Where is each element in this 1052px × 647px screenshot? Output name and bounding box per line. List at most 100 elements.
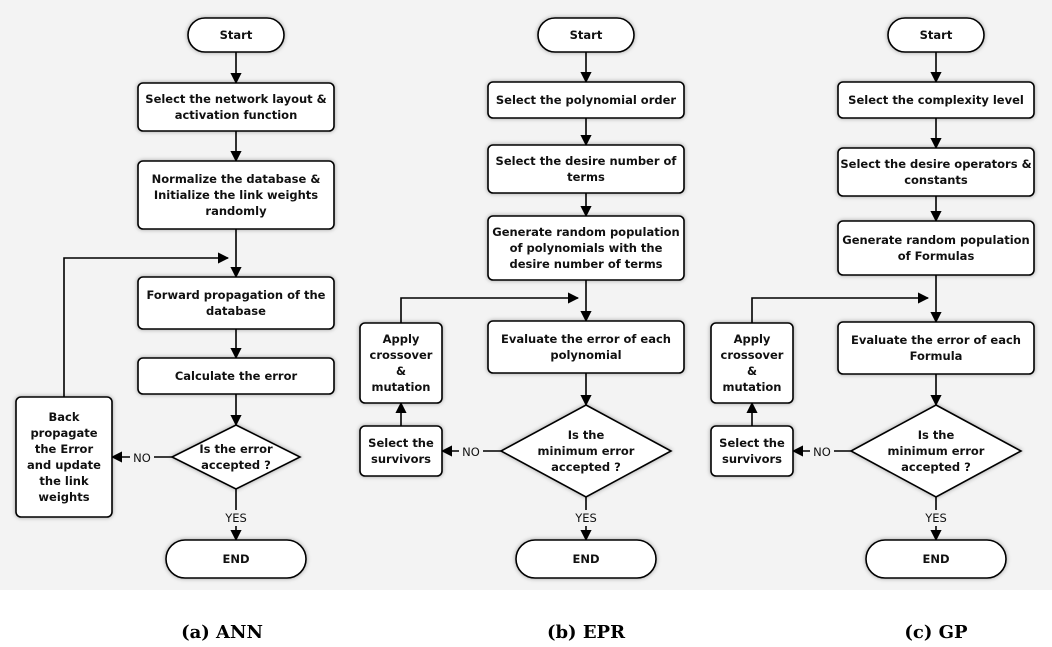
node-text-line: accepted ? [201,458,271,472]
node-s2: Select the desire operators &constants [837,147,1035,197]
node-end: END [165,539,307,579]
node-s1: Select the network layout & activation fu… [137,82,335,132]
arrow [63,252,230,397]
process-shape [359,425,443,477]
node-s4: Calculate the error [137,357,335,395]
edge-label-no: NO [462,445,480,459]
edge-back-to-s3 [63,252,230,397]
panel-caption: (b) EPR [547,622,626,643]
process-shape [710,425,794,477]
node-text-line: weights [38,490,89,504]
node-text-line: survivors [371,452,431,466]
node-text-line: & [396,364,406,378]
arrow [751,292,930,323]
arrow [400,292,580,323]
edge-label-yes: YES [574,511,597,525]
node-text-line: the link [39,474,89,488]
node-text-line: Start [570,28,603,42]
process-shape [137,160,335,230]
panel-caption: (a) ANN [181,622,263,643]
node-text-line: Calculate the error [175,369,298,383]
node-end: END [865,539,1007,579]
edge-dec-to-back: NO [110,450,172,466]
process-shape [137,357,335,395]
node-text-line: the Error [35,442,94,456]
node-text-line: Is the error [199,442,273,456]
node-text-line: END [922,552,949,566]
node-text-line: propagate [30,426,97,440]
terminal-shape [537,17,635,53]
process-shape [137,82,335,132]
node-text-line: terms [567,170,605,184]
decision-shape [849,404,1023,498]
edge-dec-to-end: YES [570,497,602,542]
process-shape [487,215,685,281]
node-text-line: Select the network layout & [145,92,326,106]
node-text-line: END [572,552,599,566]
process-shape [487,320,685,374]
node-text-line: Select the desire operators & [840,157,1031,171]
node-text-line: Generate random population [842,233,1029,247]
node-cross: Apply crossover & mutation [359,322,443,404]
edge-label-bg [220,510,252,526]
node-text-line: & [747,364,757,378]
node-start: Start [887,17,985,53]
node-text-line: Select the complexity level [848,93,1024,107]
node-text-line: minimum error [888,444,985,458]
node-text-line: crossover [370,348,433,362]
edge-dec-to-end: YES [220,489,252,542]
node-text-line: Start [920,28,953,42]
edge-label-bg [130,450,154,466]
node-text-line: desire number of terms [509,257,662,271]
node-text-line: activation function [175,108,298,122]
node-text-line: and update [27,458,101,472]
node-text-line: accepted ? [551,460,621,474]
process-shape [837,147,1035,197]
process-shape [837,321,1035,375]
node-text-line: mutation [372,380,431,394]
node-text-line: Forward propagation of the [147,288,326,302]
node-s3: Generate random population of Formulas [837,220,1035,276]
terminal-shape [187,17,285,53]
node-s1: Select the polynomial order [487,81,685,119]
node-s2: Normalize the database & Initialize the l… [137,160,335,230]
node-text-line: of polynomials with the [510,241,663,255]
edge-label-bg [459,444,483,460]
node-start: Start [187,17,285,53]
node-text-line: Apply [383,332,420,346]
terminal-shape [887,17,985,53]
terminal-shape [165,539,307,579]
node-text-line: Initialize the link weights [154,188,318,202]
edge-label-bg [570,510,602,526]
terminal-shape [515,539,657,579]
node-text-line: Evaluate the error of each [851,333,1021,347]
node-text-line: randomly [205,204,267,218]
node-text-line: accepted ? [901,460,971,474]
node-text-line: survivors [722,452,782,466]
node-s3: Generate random population of polynomials… [487,215,685,281]
node-text-line: of Formulas [898,249,975,263]
edge-cross-to-s4 [751,292,930,323]
node-dec: Is the error accepted ? [170,424,302,490]
edge-dec-to-surv: NO [791,444,851,460]
edge-dec-to-surv: NO [440,444,501,460]
node-text-line: Normalize the database & [152,172,321,186]
node-s4: Evaluate the error of each polynomial [487,320,685,374]
node-end: END [515,539,657,579]
node-text-line: Generate random population [492,225,679,239]
node-text-line: Evaluate the error of each [501,332,671,346]
node-text-line: Start [220,28,253,42]
edge-label-bg [920,510,952,526]
decision-shape [170,424,302,490]
node-text-line: Apply [734,332,771,346]
node-text-line: polynomial [550,348,621,362]
